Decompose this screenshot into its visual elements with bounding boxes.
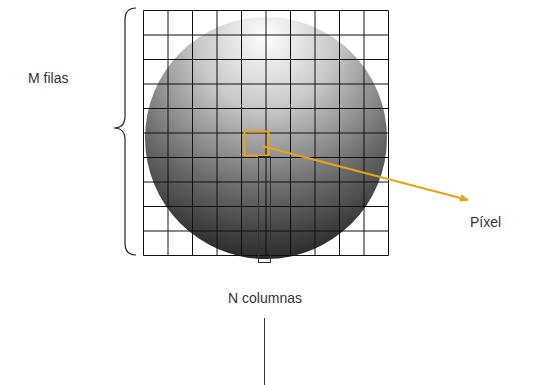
grid-line [290,11,291,256]
grid-line [144,255,389,256]
grid-line [144,157,389,158]
grid-line [144,206,389,207]
pixel-highlight [245,132,269,156]
callout-label: Píxel [470,214,501,231]
grid-line [144,133,389,134]
grid-line [339,11,340,256]
row-brace [114,8,136,255]
grid-line [144,182,389,183]
grid-line [144,231,389,232]
axis-label: N columnas [228,290,302,307]
axis-label: M filas [28,70,68,87]
pixel-grid [144,11,389,256]
grid-line [388,11,389,256]
pixel-arrow [262,146,468,200]
column-marker [259,157,271,263]
column-leader [264,318,265,385]
grid-line [364,11,365,256]
grid-line [315,11,316,256]
